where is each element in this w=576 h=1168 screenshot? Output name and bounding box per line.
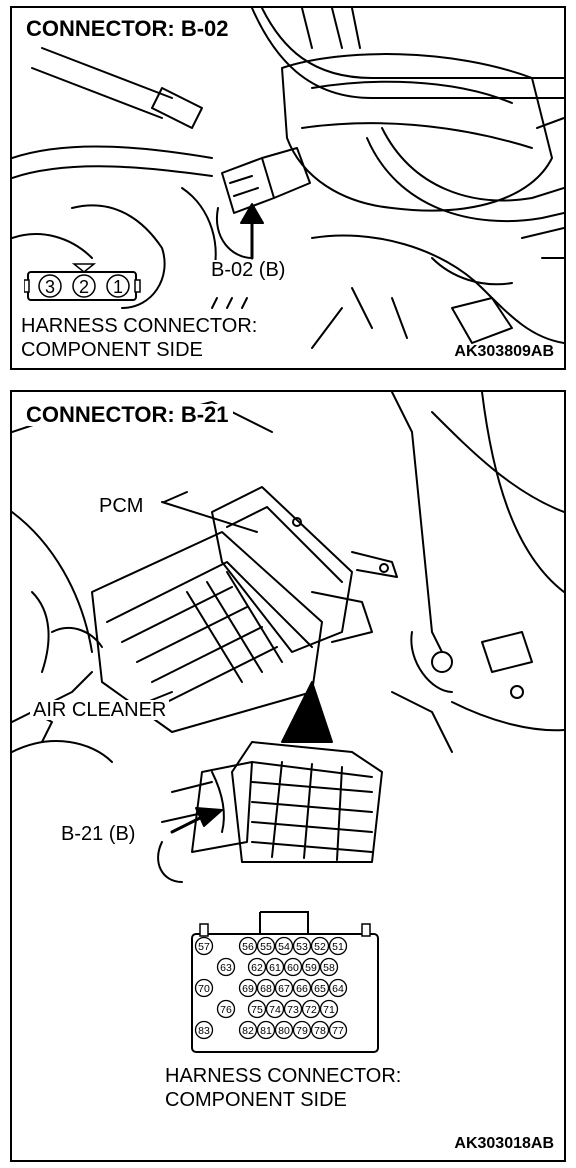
pin-68-label: 68 xyxy=(260,983,272,995)
pin-63-label: 63 xyxy=(220,962,232,974)
pin-74 xyxy=(265,999,285,1019)
pin-56-label: 56 xyxy=(242,941,254,953)
pin-79-label: 79 xyxy=(296,1025,308,1037)
b02-figure-code: AK303809AB xyxy=(452,343,556,360)
pin-82 xyxy=(238,1020,258,1040)
pin-57 xyxy=(194,936,214,956)
pin-78 xyxy=(310,1020,330,1040)
pin-60 xyxy=(283,957,303,977)
pin-65-label: 65 xyxy=(314,983,326,995)
pin-51-label: 51 xyxy=(332,941,344,953)
pin-73 xyxy=(283,999,303,1019)
connector-b02-title: CONNECTOR: B-02 xyxy=(22,18,233,40)
pin-1-label: 1 xyxy=(113,277,123,297)
pin-53-label: 53 xyxy=(296,941,308,953)
pin-69 xyxy=(238,978,258,998)
connector-b21-panel: CONNECTOR: B-21 PCM AIR CLEANER B-21 (B)… xyxy=(10,390,566,1162)
b02-caption-line1: HARNESS CONNECTOR: xyxy=(18,314,261,338)
pin-77 xyxy=(328,1020,348,1040)
pin-64-label: 64 xyxy=(332,983,344,995)
pin-62 xyxy=(247,957,267,977)
pin-76 xyxy=(216,999,236,1019)
pin-62-label: 62 xyxy=(251,962,263,974)
pin-52 xyxy=(310,936,330,956)
engine-bay-illustration-b02 xyxy=(12,8,564,349)
b21-pin-diagram: 57 56 55 54 53 52 51 63 62 61 60 59 58 70 69 68 67 66 65 64… xyxy=(191,911,379,1053)
pin-57-label: 57 xyxy=(198,941,210,953)
pin-64 xyxy=(328,978,348,998)
pin-72 xyxy=(301,999,321,1019)
pin-70-label: 70 xyxy=(198,983,210,995)
pin-75 xyxy=(247,999,267,1019)
pin-65 xyxy=(310,978,330,998)
pin-51 xyxy=(328,936,348,956)
connector-b02-callout: B-02 (B) xyxy=(208,260,289,280)
connector-b02-panel: CONNECTOR: B-02 B-02 (B) 3 2 1 HARNESS C… xyxy=(10,6,566,370)
pin-78-label: 78 xyxy=(314,1025,326,1037)
pin-69-label: 69 xyxy=(242,983,254,995)
connector-b21-title: CONNECTOR: B-21 xyxy=(22,404,233,426)
pin-75-label: 75 xyxy=(251,1004,263,1016)
pin-80 xyxy=(274,1020,294,1040)
pin-66-label: 66 xyxy=(296,983,308,995)
pin-60-label: 60 xyxy=(287,962,299,974)
pin-67-label: 67 xyxy=(278,983,290,995)
pin-71-label: 71 xyxy=(323,1004,335,1016)
pin-81-label: 81 xyxy=(260,1025,272,1037)
pin-58-label: 58 xyxy=(323,962,335,974)
b21-caption-line1: HARNESS CONNECTOR: xyxy=(162,1064,405,1088)
pin-73-label: 73 xyxy=(287,1004,299,1016)
b21-pin-grid: 57 56 55 54 53 52 51 63 62 61 60 59 58 70 69 68 67 66 65 64… xyxy=(194,936,348,1040)
pin-61 xyxy=(265,957,285,977)
pcm-label: PCM xyxy=(96,496,147,516)
pin-68 xyxy=(256,978,276,998)
pin-82-label: 82 xyxy=(242,1025,254,1037)
pin-74-label: 74 xyxy=(269,1004,281,1016)
pin-83 xyxy=(194,1020,214,1040)
pin-80-label: 80 xyxy=(278,1025,290,1037)
pin-53 xyxy=(292,936,312,956)
pin-76-label: 76 xyxy=(220,1004,232,1016)
pin-56 xyxy=(238,936,258,956)
pin-81 xyxy=(256,1020,276,1040)
pin-61-label: 61 xyxy=(269,962,281,974)
pin-83-label: 83 xyxy=(198,1025,210,1037)
b02-caption-line2: COMPONENT SIDE xyxy=(18,338,206,362)
air-cleaner-label: AIR CLEANER xyxy=(30,700,170,720)
pin-1 xyxy=(106,274,130,298)
b21-figure-code: AK303018AB xyxy=(452,1135,556,1152)
pin-63 xyxy=(216,957,236,977)
pin-3-label: 3 xyxy=(45,277,55,297)
pin-58 xyxy=(319,957,339,977)
pin-71 xyxy=(319,999,339,1019)
pin-54-label: 54 xyxy=(278,941,290,953)
pin-2-label: 2 xyxy=(79,277,89,297)
pin-2 xyxy=(72,274,96,298)
pin-3 xyxy=(38,274,62,298)
pin-77-label: 77 xyxy=(332,1025,344,1037)
pin-66 xyxy=(292,978,312,998)
pin-67 xyxy=(274,978,294,998)
pin-70 xyxy=(194,978,214,998)
b02-pin-diagram: 3 2 1 xyxy=(24,263,141,301)
pin-54 xyxy=(274,936,294,956)
pin-55-label: 55 xyxy=(260,941,272,953)
connector-b21-callout: B-21 (B) xyxy=(58,824,139,844)
pin-79 xyxy=(292,1020,312,1040)
pin-52-label: 52 xyxy=(314,941,326,953)
b21-caption-line2: COMPONENT SIDE xyxy=(162,1088,350,1112)
pin-59-label: 59 xyxy=(305,962,317,974)
pin-55 xyxy=(256,936,276,956)
pin-59 xyxy=(301,957,321,977)
pin-72-label: 72 xyxy=(305,1004,317,1016)
